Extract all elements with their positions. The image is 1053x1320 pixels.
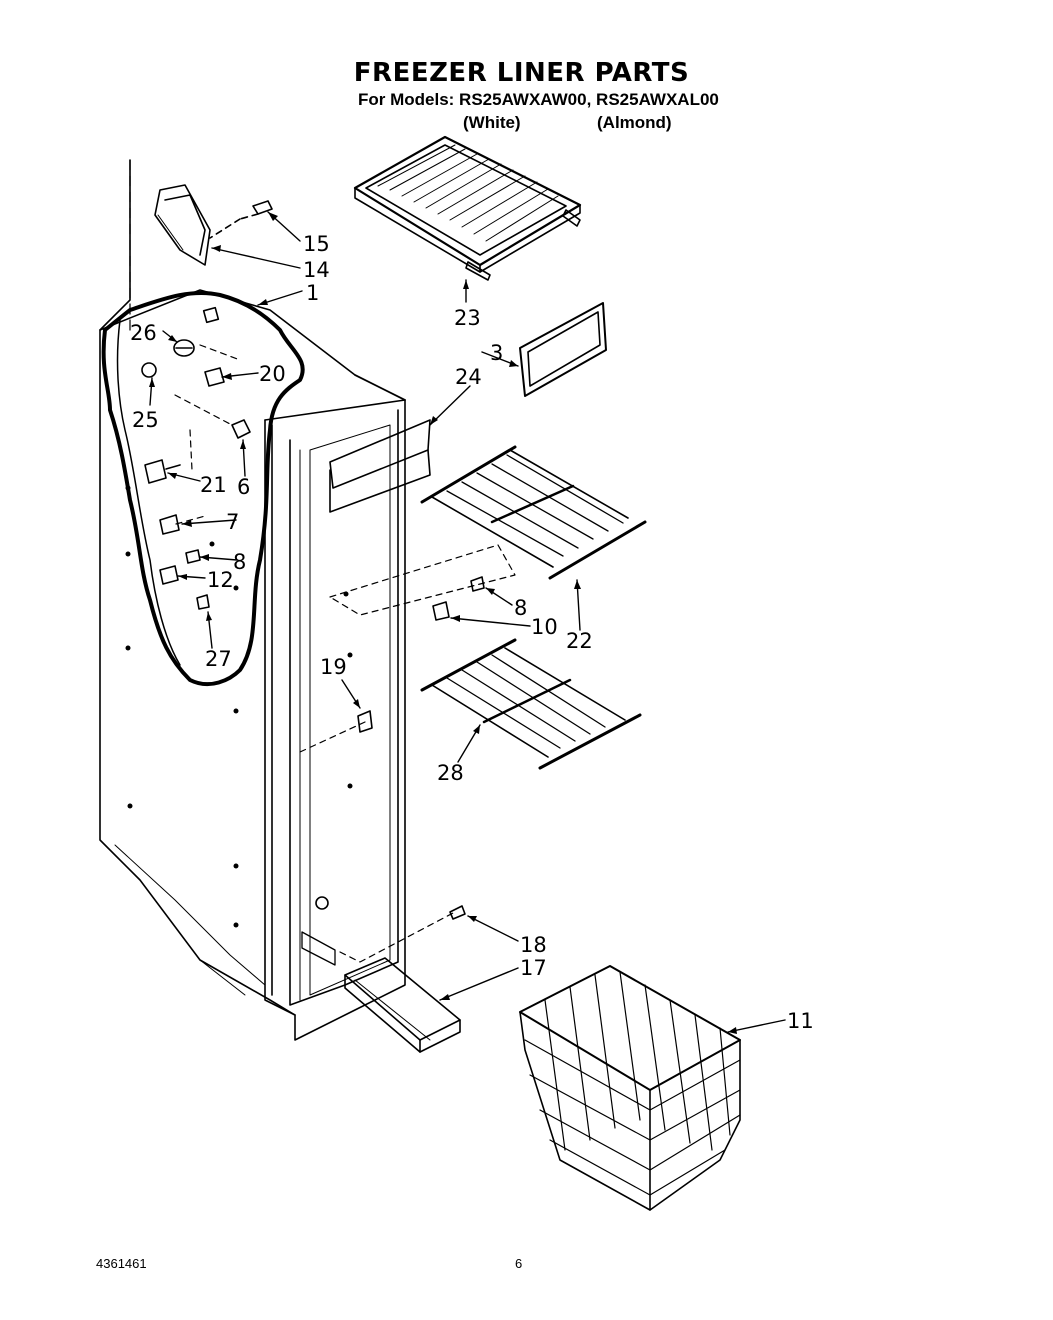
part-8-shelf-clip [470, 576, 485, 592]
callout-17: 17 [520, 956, 547, 980]
part-23-glass-shelf [353, 135, 582, 281]
part-8-clip [185, 549, 201, 564]
drain-hole [315, 896, 329, 910]
callout-12: 12 [207, 568, 234, 592]
tray-recess [301, 931, 336, 966]
callout-27: 27 [205, 647, 232, 671]
page-number: 6 [515, 1256, 523, 1271]
callout-20: 20 [259, 362, 286, 386]
callout-6: 6 [237, 475, 250, 499]
part-22-wire-shelf [420, 445, 647, 580]
callout-7: 7 [226, 510, 239, 534]
callout-10: 10 [531, 615, 558, 639]
callout-8-wall: 8 [233, 550, 246, 574]
callout-19: 19 [320, 655, 347, 679]
part-19-clip [357, 710, 373, 733]
part-28-wire-shelf [420, 638, 642, 770]
part-10-shelf-support [432, 601, 450, 621]
part-21-switch [144, 459, 181, 484]
callout-26: 26 [130, 321, 157, 345]
vent-slot [202, 306, 220, 324]
part-6-thermostat-knob [231, 419, 251, 439]
variant-white: (White) [463, 113, 521, 132]
callout-22: 22 [566, 629, 593, 653]
part-26-light-socket [173, 339, 195, 357]
liner-holes [125, 485, 353, 928]
callout-18: 18 [520, 933, 547, 957]
part-17-trim [344, 957, 461, 1053]
callout-14: 14 [303, 258, 330, 282]
callout-28: 28 [437, 761, 464, 785]
callout-25: 25 [132, 408, 159, 432]
part-27-clip [196, 594, 210, 610]
part-7-clip [159, 514, 180, 535]
models-line: For Models: RS25AWXAW00, RS25AWXAL00 [358, 90, 719, 109]
callout-3: 3 [490, 341, 503, 365]
part-20-fitting [204, 367, 225, 387]
freezer-liner [99, 159, 406, 1041]
callout-11: 11 [787, 1009, 814, 1033]
part-25-bulb [141, 362, 157, 378]
part-18-screw [449, 905, 466, 920]
leader-lines [149, 211, 786, 1033]
callout-15: 15 [303, 232, 330, 256]
part-24-channel [329, 419, 431, 513]
callout-23: 23 [454, 306, 481, 330]
callout-24: 24 [455, 365, 482, 389]
part-3-panel [519, 302, 607, 397]
page-title: FREEZER LINER PARTS [353, 58, 690, 88]
part-11-basket [519, 965, 741, 1211]
gasket-outline [101, 290, 305, 687]
part-14-bracket [154, 184, 211, 266]
variant-almond: (Almond) [597, 113, 672, 132]
part-15-screw [239, 200, 273, 220]
callout-21: 21 [200, 473, 227, 497]
part-12-hinge [159, 565, 179, 585]
callout-1: 1 [306, 281, 319, 305]
callout-8-shelf: 8 [514, 596, 527, 620]
document-number: 4361461 [96, 1256, 147, 1271]
